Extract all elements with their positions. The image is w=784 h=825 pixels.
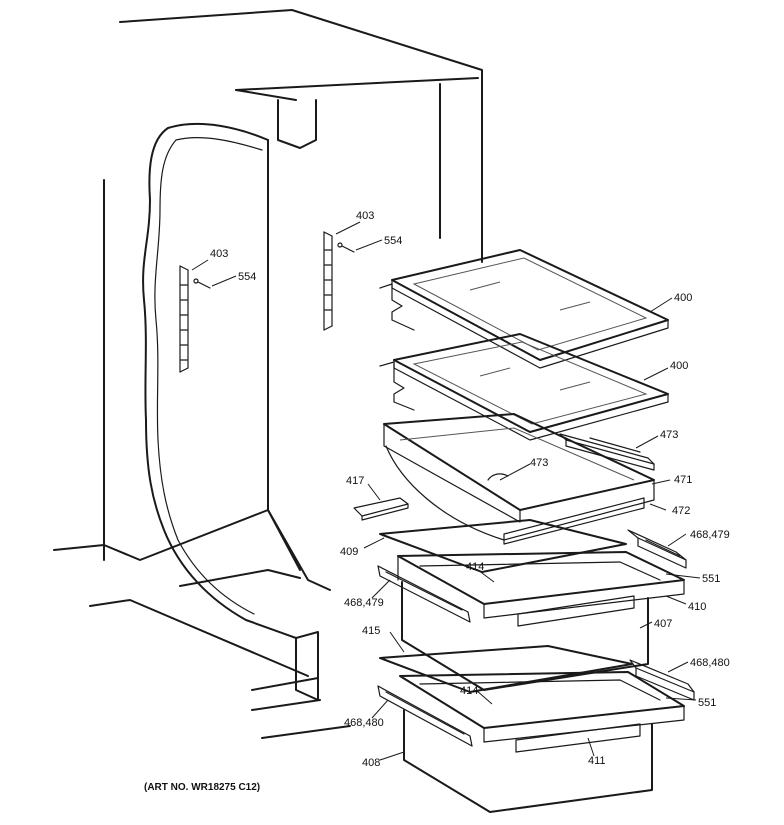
label-411: 411 — [588, 755, 606, 767]
label-407: 407 — [654, 618, 672, 630]
rail-468-479-right — [627, 529, 687, 569]
rail-417 — [353, 497, 409, 521]
label-551-lower: 551 — [698, 697, 716, 709]
label-471: 471 — [674, 474, 692, 486]
label-551-upper: 551 — [702, 573, 720, 585]
drawer-lower-408 — [399, 671, 685, 813]
label-409: 409 — [340, 546, 358, 558]
label-468-480-right: 468,480 — [690, 657, 730, 669]
label-554-left: 554 — [238, 271, 256, 283]
label-468-480-left: 468,480 — [344, 717, 384, 729]
slide-rail-473 — [559, 433, 655, 471]
label-400-top: 400 — [674, 292, 692, 304]
label-408: 408 — [362, 757, 380, 769]
rail-468-480-left — [377, 685, 473, 747]
label-414-lower: 414 — [460, 685, 478, 697]
shelf-ladder-right — [323, 231, 355, 331]
glass-shelf-second — [379, 333, 669, 441]
cabinet-outline — [53, 9, 483, 739]
rail-468-480-right — [629, 659, 695, 701]
label-554-right: 554 — [384, 235, 402, 247]
label-414-upper: 414 — [466, 561, 484, 573]
label-417: 417 — [346, 475, 364, 487]
label-468-479-left: 468,479 — [344, 597, 384, 609]
part-labels: 403 554 403 554 400 400 473 473 471 417 … — [210, 210, 730, 769]
drawer-upper-407 — [397, 551, 685, 691]
label-403-right: 403 — [356, 210, 374, 222]
rail-468-479-left — [377, 565, 471, 623]
cover-plate-409 — [379, 519, 627, 573]
label-468-479-right: 468,479 — [690, 529, 730, 541]
cover-plate-415 — [379, 645, 633, 693]
label-473-right: 473 — [660, 429, 678, 441]
label-473-mid: 473 — [530, 457, 548, 469]
glass-shelf-top — [379, 249, 669, 369]
art-number: (ART NO. WR18275 C12) — [144, 782, 260, 793]
crisper-pan-471 — [383, 413, 655, 545]
label-403-left: 403 — [210, 248, 228, 260]
label-400-second: 400 — [670, 360, 688, 372]
shelf-ladder-left — [179, 265, 211, 373]
label-472: 472 — [672, 505, 690, 517]
label-415: 415 — [362, 625, 380, 637]
label-410: 410 — [688, 601, 706, 613]
leader-lines — [191, 221, 701, 761]
